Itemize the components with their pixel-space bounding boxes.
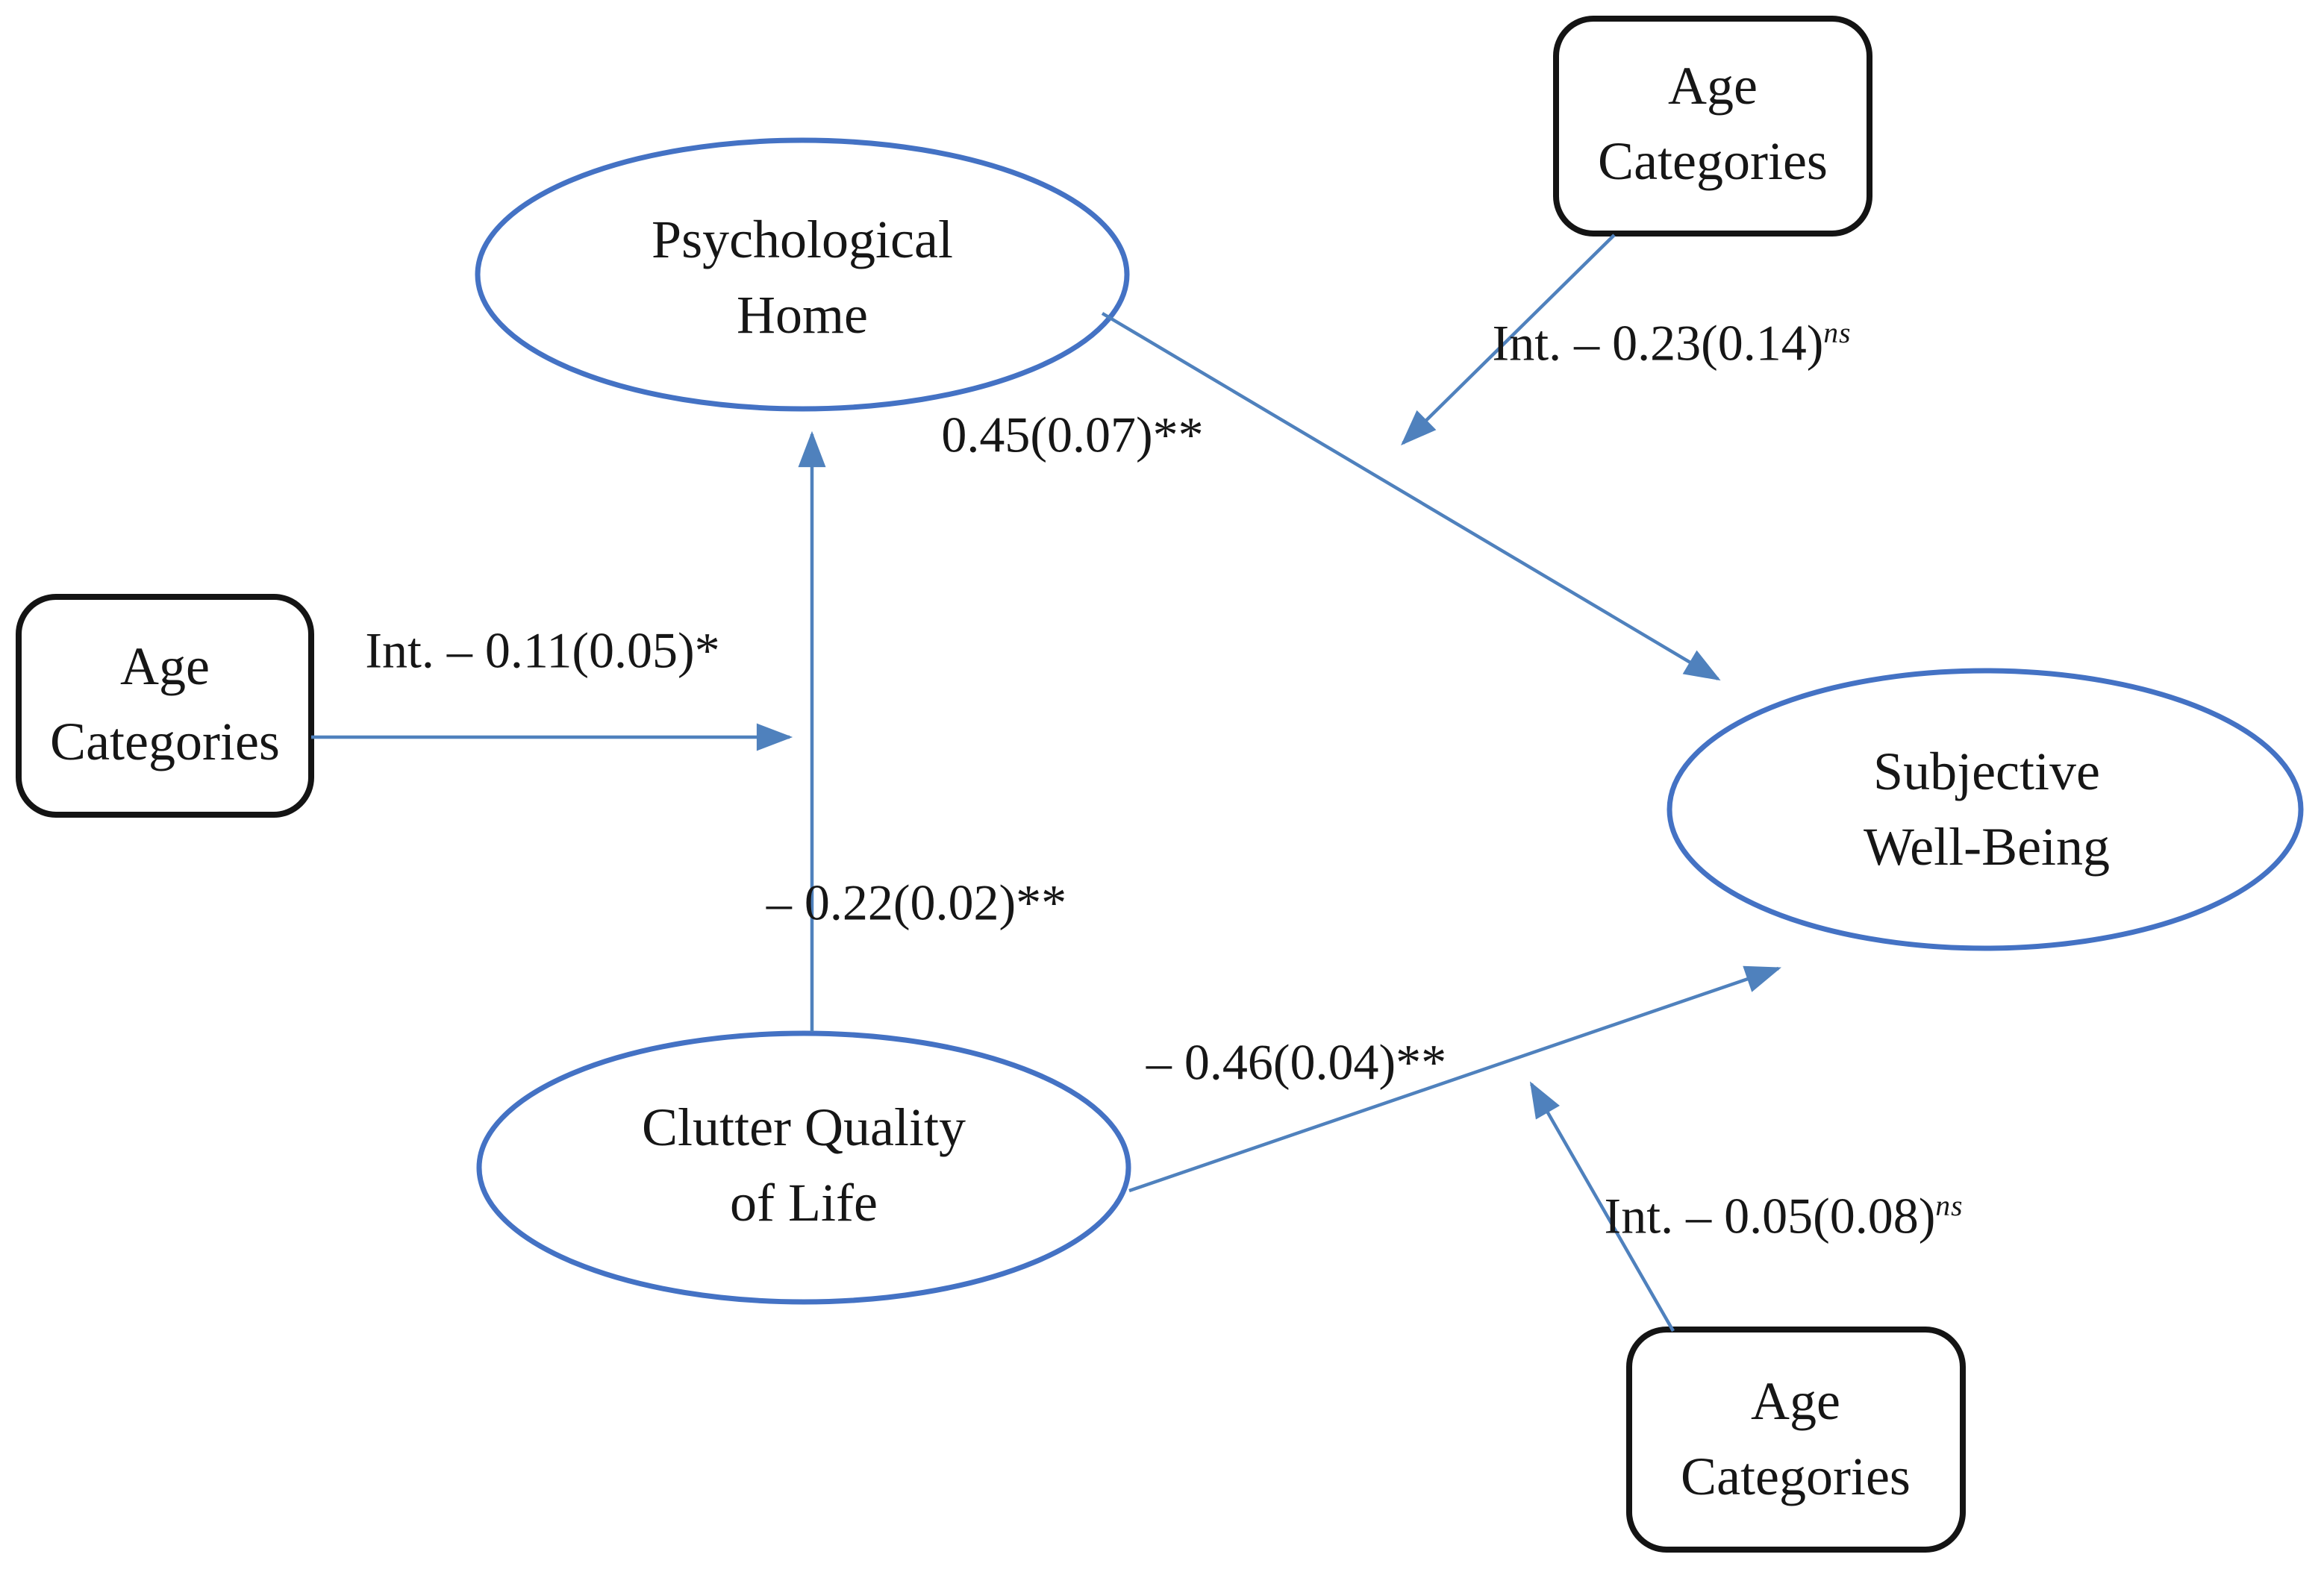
clutter-quality-of-life-label: Clutter Quality of Life <box>642 1090 966 1241</box>
coef-agebottom-moderation-sig: ns <box>1935 1189 1964 1222</box>
age-categories-bottom-label-line2: Categories <box>1681 1447 1911 1506</box>
subjective-well-being-label-line1: Subjective <box>1873 742 2100 802</box>
psychological-home-label: Psychological Home <box>652 202 953 353</box>
subjective-well-being-ellipse <box>1667 668 2304 951</box>
coef-agebottom-moderation-text: Int. – 0.05(0.08) <box>1604 1187 1936 1244</box>
coef-agetop-moderation: Int. – 0.23(0.14)ns <box>1492 314 1852 372</box>
arrow-ph-to-swb <box>1101 312 1721 681</box>
coef-agebottom-moderation: Int. – 0.05(0.08)ns <box>1604 1187 1964 1244</box>
coef-cql-to-ph: – 0.22(0.02)** <box>766 874 1067 931</box>
age-categories-left-label-line1: Age <box>120 636 210 697</box>
age-categories-bottom-box <box>1626 1327 1966 1553</box>
clutter-quality-of-life-label-line2: of Life <box>730 1173 878 1233</box>
age-categories-top-label-line1: Age <box>1668 56 1758 116</box>
clutter-quality-of-life-ellipse <box>476 1030 1131 1305</box>
psychological-home-label-line2: Home <box>737 285 868 345</box>
age-categories-left-label: Age Categories <box>50 629 280 780</box>
arrow-cql-to-swb <box>1128 965 1781 1193</box>
psychological-home-label-line1: Psychological <box>652 210 953 270</box>
coef-ph-to-swb: 0.45(0.07)** <box>941 406 1204 463</box>
subjective-well-being-label: Subjective Well-Being <box>1864 734 2110 885</box>
age-categories-top-label: Age Categories <box>1598 48 1828 199</box>
arrow-agebottom-to-cqlswb-path <box>1529 1081 1675 1332</box>
age-categories-top-box <box>1553 16 1872 237</box>
age-categories-bottom-label: Age Categories <box>1681 1364 1911 1515</box>
coef-agetop-moderation-text: Int. – 0.23(0.14) <box>1492 314 1824 372</box>
age-categories-left-box <box>16 594 314 818</box>
psychological-home-ellipse <box>475 137 1130 412</box>
age-categories-top-label-line2: Categories <box>1598 131 1828 191</box>
clutter-quality-of-life-label-line1: Clutter Quality <box>642 1097 966 1158</box>
age-categories-left-label-line2: Categories <box>50 712 280 771</box>
coef-ageleft-moderation: Int. – 0.11(0.05)* <box>365 621 720 679</box>
coef-cql-to-swb: – 0.46(0.04)** <box>1146 1033 1447 1091</box>
age-categories-bottom-label-line1: Age <box>1751 1371 1840 1432</box>
subjective-well-being-label-line2: Well-Being <box>1863 817 2111 877</box>
coef-agetop-moderation-sig: ns <box>1823 316 1852 349</box>
arrow-agetop-to-phswb-path <box>1401 234 1616 445</box>
